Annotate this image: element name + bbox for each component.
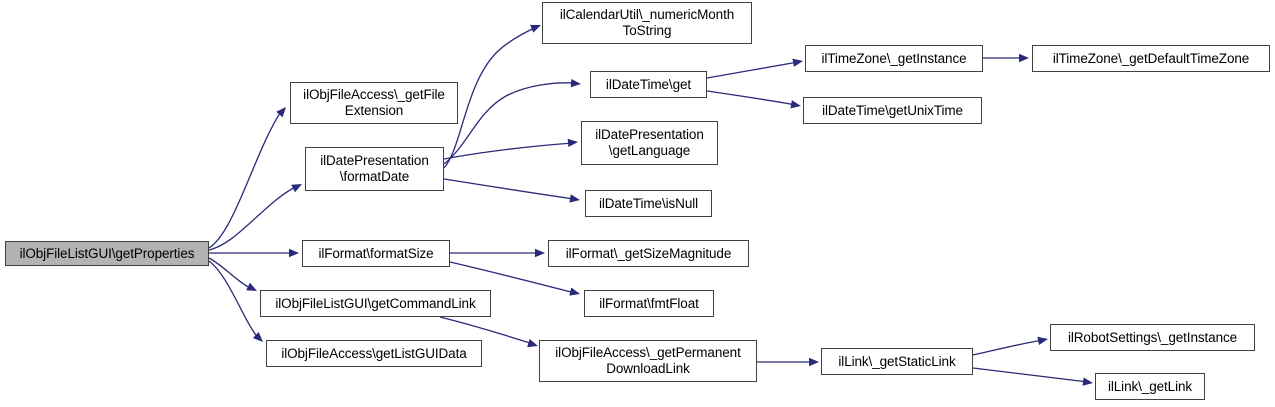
call-edge: [706, 90, 797, 106]
graph-node-n16[interactable]: ilTimeZone\_getDefaultTimeZone: [1032, 45, 1270, 72]
edge-arrowhead: [289, 248, 299, 258]
graph-node-n13[interactable]: ilTimeZone\_getInstance: [805, 45, 983, 72]
edge-arrowhead: [530, 24, 541, 33]
graph-node-n12[interactable]: ilObjFileAccess\_getPermanent DownloadLi…: [539, 340, 757, 382]
call-edge: [972, 339, 1044, 356]
graph-node-n8[interactable]: ilDatePresentation \getLanguage: [581, 121, 718, 165]
edge-arrowhead: [1037, 336, 1048, 346]
call-edge: [706, 61, 799, 79]
edge-arrowhead: [276, 107, 286, 118]
edge-arrowhead: [246, 282, 257, 291]
edge-arrowhead: [291, 184, 302, 193]
edge-arrowhead: [569, 194, 580, 203]
graph-node-n9[interactable]: ilDateTime\isNull: [585, 190, 712, 217]
graph-node-n11[interactable]: ilFormat\fmtFloat: [584, 290, 714, 317]
edge-arrowhead: [790, 100, 801, 109]
call-edge: [443, 178, 575, 200]
call-edge: [208, 257, 253, 290]
graph-node-n10[interactable]: ilFormat\_getSizeMagnitude: [548, 240, 749, 267]
edge-arrowhead: [569, 287, 580, 296]
graph-node-n4[interactable]: ilObjFileListGUI\getCommandLink: [260, 290, 491, 317]
graph-node-n1[interactable]: ilObjFileAccess\_getFile Extension: [290, 82, 458, 124]
graph-node-n3[interactable]: ilFormat\formatSize: [302, 240, 450, 267]
graph-node-n5[interactable]: ilObjFileAccess\getListGUIData: [266, 340, 482, 367]
edge-arrowhead: [535, 248, 545, 258]
call-edge: [208, 109, 283, 249]
call-edge: [208, 260, 260, 340]
edge-arrowhead: [527, 339, 538, 348]
graph-node-n2[interactable]: ilDatePresentation \formatDate: [305, 147, 444, 191]
edge-arrowhead: [567, 138, 578, 148]
graph-node-n15[interactable]: ilLink\_getStaticLink: [821, 348, 973, 375]
call-edge: [208, 185, 298, 251]
call-edge: [443, 142, 574, 160]
edge-arrowhead: [792, 58, 803, 67]
edge-arrowhead: [1082, 377, 1093, 386]
graph-node-n17[interactable]: ilRobotSettings\_getInstance: [1050, 324, 1255, 351]
edge-arrowhead: [252, 332, 263, 342]
edge-arrowhead: [809, 357, 819, 367]
graph-node-n18[interactable]: ilLink\_getLink: [1095, 373, 1205, 400]
graph-node-n14[interactable]: ilDateTime\getUnixTime: [803, 97, 982, 124]
call-edge: [972, 367, 1089, 383]
call-edge: [443, 82, 576, 165]
edge-arrowhead: [1019, 53, 1029, 63]
graph-node-n7[interactable]: ilDateTime\get: [590, 71, 707, 98]
graph-node-n0[interactable]: ilObjFileListGUI\getProperties: [5, 241, 209, 266]
edge-arrowhead: [570, 78, 581, 88]
graph-node-n6[interactable]: ilCalendarUtil\_numericMonth ToString: [542, 2, 752, 44]
